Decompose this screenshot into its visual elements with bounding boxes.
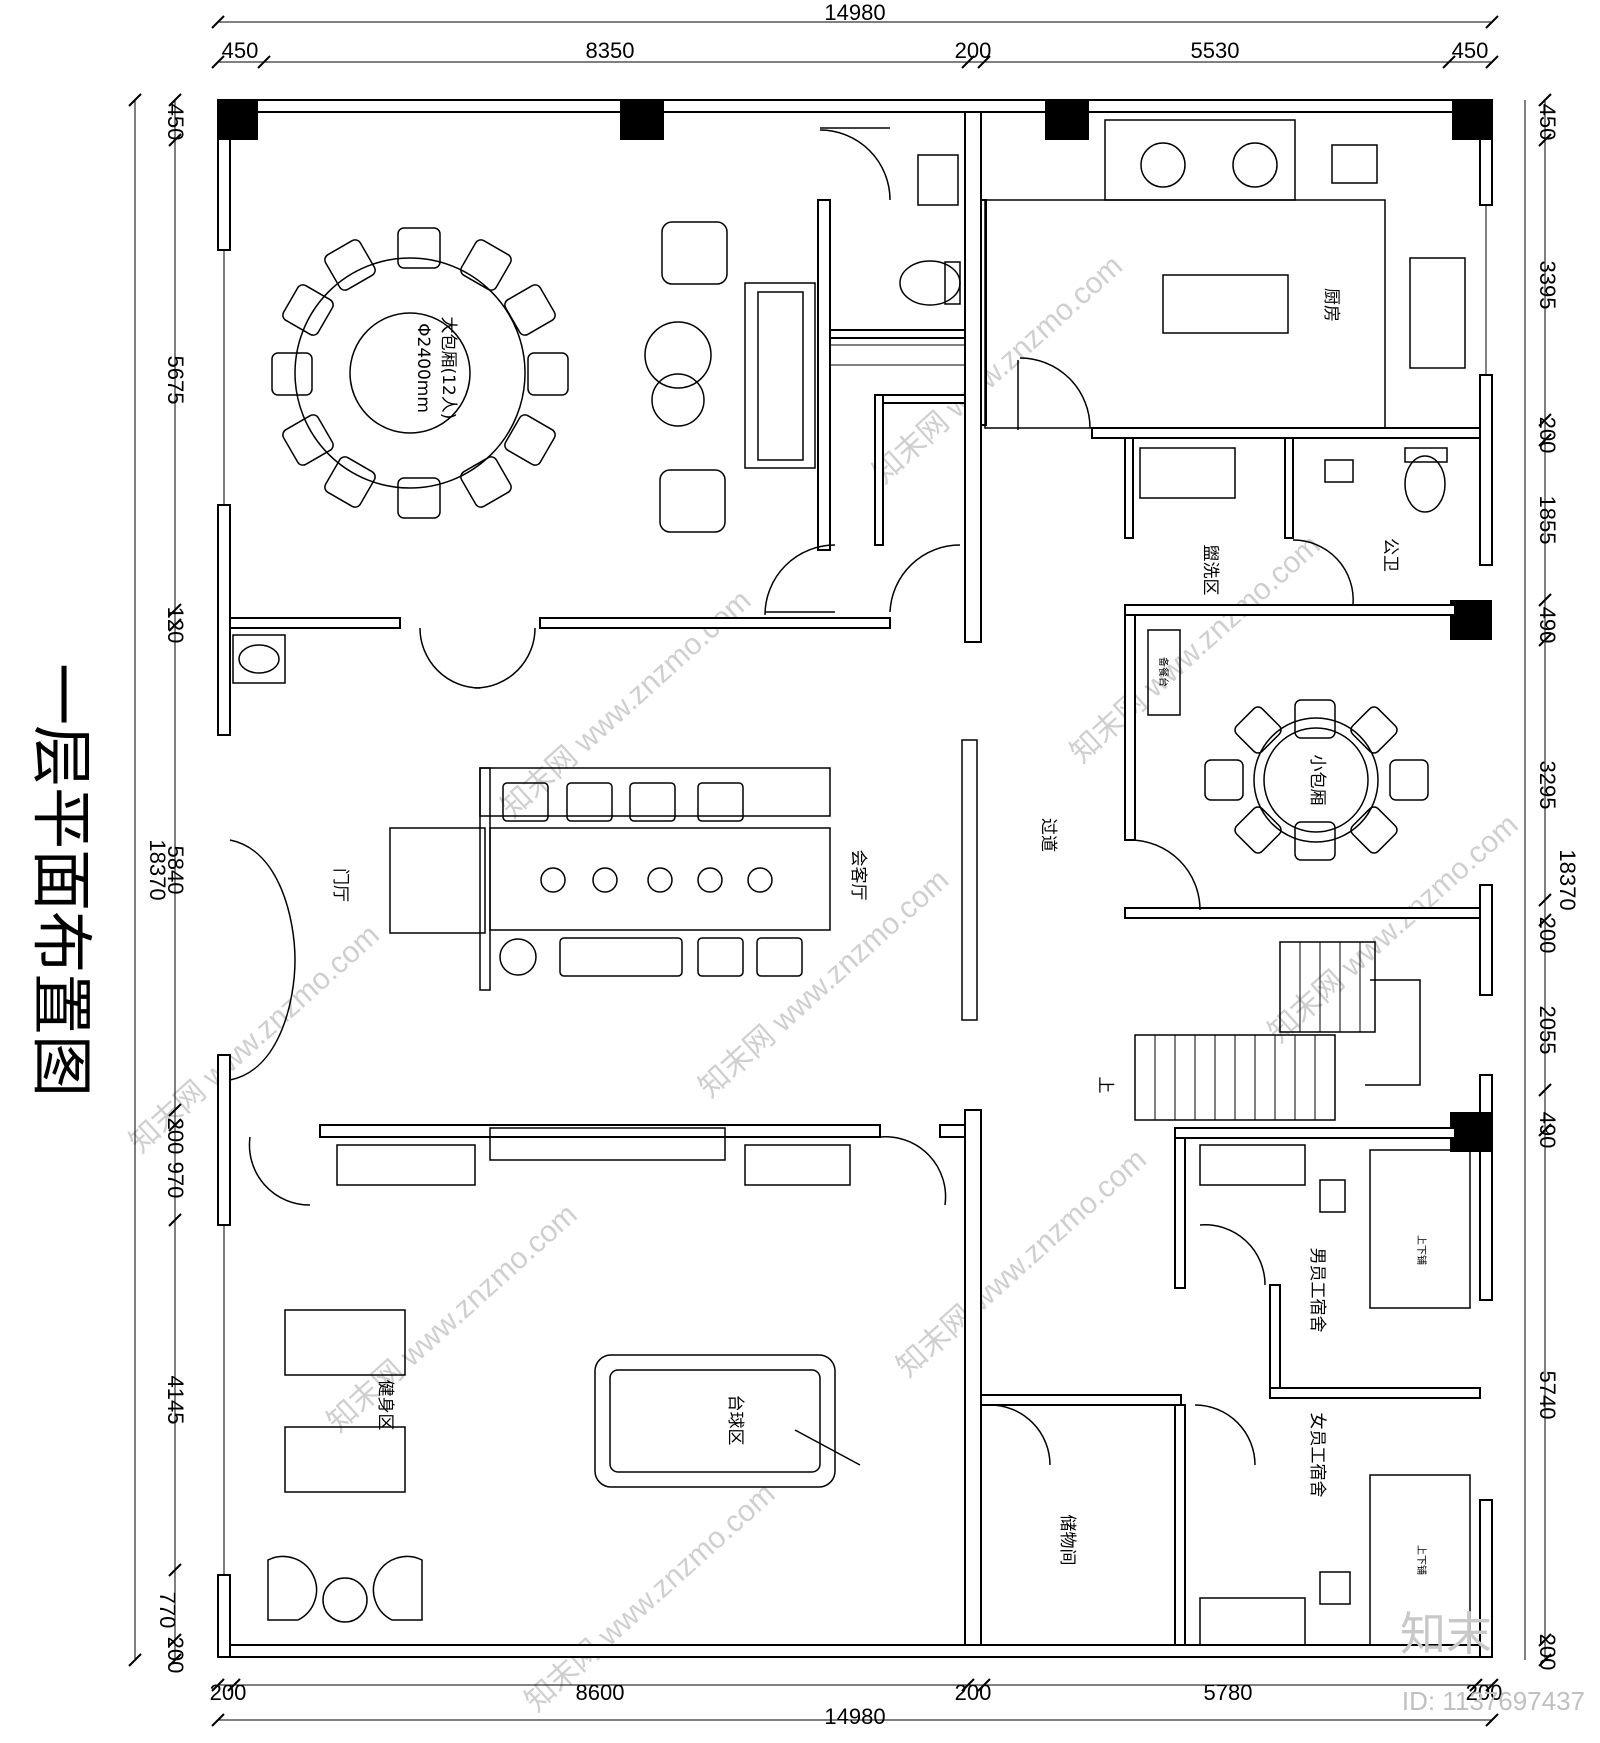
kitchen: 厨房 <box>984 119 1466 429</box>
recreation-area: 健身区 台球区 <box>267 1127 861 1623</box>
dim-left-seg: 5840 <box>163 846 188 895</box>
dim-left-seg: 450 <box>163 104 188 141</box>
dining-chairs <box>1204 699 1429 861</box>
dimension-lines <box>128 15 1552 1727</box>
page-title: 一层平面布置图 <box>25 663 98 1097</box>
big-private-room: 大包厢(12人) Φ2400mm <box>271 221 816 533</box>
label-small-private-room: 小包厢 <box>1307 755 1327 806</box>
watermark-text: 知末网 www.znzmo.com <box>867 249 1129 490</box>
watermark-text: 知末网 www.znzmo.com <box>1064 529 1326 770</box>
dim-right-seg: 1855 <box>1535 496 1560 545</box>
brand-logo: 知末 <box>1400 1607 1492 1661</box>
watermark-text: 知末网 www.znzmo.com <box>123 918 385 1159</box>
label-kitchen: 厨房 <box>1321 288 1341 322</box>
dim-left-total: 18370 <box>145 839 170 900</box>
label-big-table-size: Φ2400mm <box>413 323 433 413</box>
dim-right-seg: 5740 <box>1535 1371 1560 1420</box>
dim-right-seg: 3295 <box>1535 761 1560 810</box>
watermark-text: 知末网 www.znzmo.com <box>890 1143 1152 1384</box>
dim-right-seg: 200 <box>1535 417 1560 454</box>
doors <box>229 127 1354 1466</box>
label-male-dorm: 男员工宿舍 <box>1307 1248 1327 1333</box>
dim-bottom-seg: 200 <box>1466 1680 1503 1705</box>
label-female-dorm: 女员工宿舍 <box>1307 1413 1327 1498</box>
dim-top-seg: 200 <box>955 38 992 63</box>
dim-bottom-total: 14980 <box>824 1704 885 1729</box>
label-meeting-room: 会客厅 <box>848 850 868 901</box>
label-entrance-hall: 门厅 <box>330 868 350 902</box>
dim-left-seg: 970 <box>163 1162 188 1199</box>
dim-top-seg: 450 <box>1452 38 1489 63</box>
dim-left-seg: 5675 <box>163 356 188 405</box>
dim-top-seg: 450 <box>222 38 259 63</box>
dim-right-seg: 3395 <box>1535 261 1560 310</box>
dim-bottom-seg: 5780 <box>1204 1680 1253 1705</box>
watermark-text: 知末网 www.znzmo.com <box>693 863 955 1104</box>
dim-left-seg: 4145 <box>163 1376 188 1425</box>
dim-right-total: 18370 <box>1555 849 1580 910</box>
dim-bottom-seg: 8600 <box>576 1680 625 1705</box>
label-storage: 储物间 <box>1057 1515 1077 1566</box>
stairs: 上 <box>1095 941 1421 1121</box>
dim-left-seg: 770 <box>155 1592 180 1629</box>
watermark-text: 知末网 www.znzmo.com <box>519 1477 781 1718</box>
dim-right-seg: 200 <box>1535 917 1560 954</box>
label-big-private-room: 大包厢(12人) <box>438 317 458 420</box>
dining-chairs <box>271 227 569 519</box>
watermark-text: 知末网 www.znzmo.com <box>321 1198 583 1439</box>
dim-right-seg: 490 <box>1535 1112 1560 1149</box>
dim-top-seg: 5530 <box>1191 38 1240 63</box>
label-bunk-bed-1: 上下铺 <box>1415 1235 1428 1265</box>
dim-bottom-seg: 200 <box>955 1680 992 1705</box>
meeting-room: 会客厅 门厅 过道 <box>232 634 1058 1021</box>
dim-right-seg: 490 <box>1535 607 1560 644</box>
image-id: ID: 1137697437 <box>1402 1686 1585 1716</box>
dim-right-seg: 450 <box>1535 104 1560 141</box>
exterior-walls <box>217 99 1493 1658</box>
small-private-room: 备餐台 小包厢 <box>1147 629 1429 861</box>
label-bunk-bed-2: 上下铺 <box>1415 1545 1428 1575</box>
label-public-toilet: 公卫 <box>1380 538 1400 572</box>
staff-dorms: 上下铺 男员工宿舍 上下铺 女员工宿舍 储物间 <box>1057 1144 1471 1646</box>
label-washing-area: 盥洗区 <box>1200 545 1220 596</box>
label-corridor: 过道 <box>1038 818 1058 852</box>
dim-left-seg: 200 <box>163 1118 188 1155</box>
label-billiards-area: 台球区 <box>725 1395 745 1446</box>
dim-right-seg: 200 <box>1535 1634 1560 1671</box>
private-toilet <box>830 154 965 366</box>
dim-left-seg: 120 <box>163 607 188 644</box>
interior-walls <box>229 111 1481 1646</box>
label-fitness-area: 健身区 <box>375 1380 395 1431</box>
dim-top-total: 14980 <box>824 0 885 25</box>
washroom: 盥洗区 公卫 <box>1139 447 1448 596</box>
dim-right-seg: 2055 <box>1535 1006 1560 1055</box>
label-stair-up: 上 <box>1095 1077 1115 1094</box>
dim-top-seg: 8350 <box>586 38 635 63</box>
dim-left-seg: 200 <box>163 1637 188 1674</box>
dim-bottom-seg: 200 <box>210 1680 247 1705</box>
label-side-table: 备餐台 <box>1157 657 1170 687</box>
